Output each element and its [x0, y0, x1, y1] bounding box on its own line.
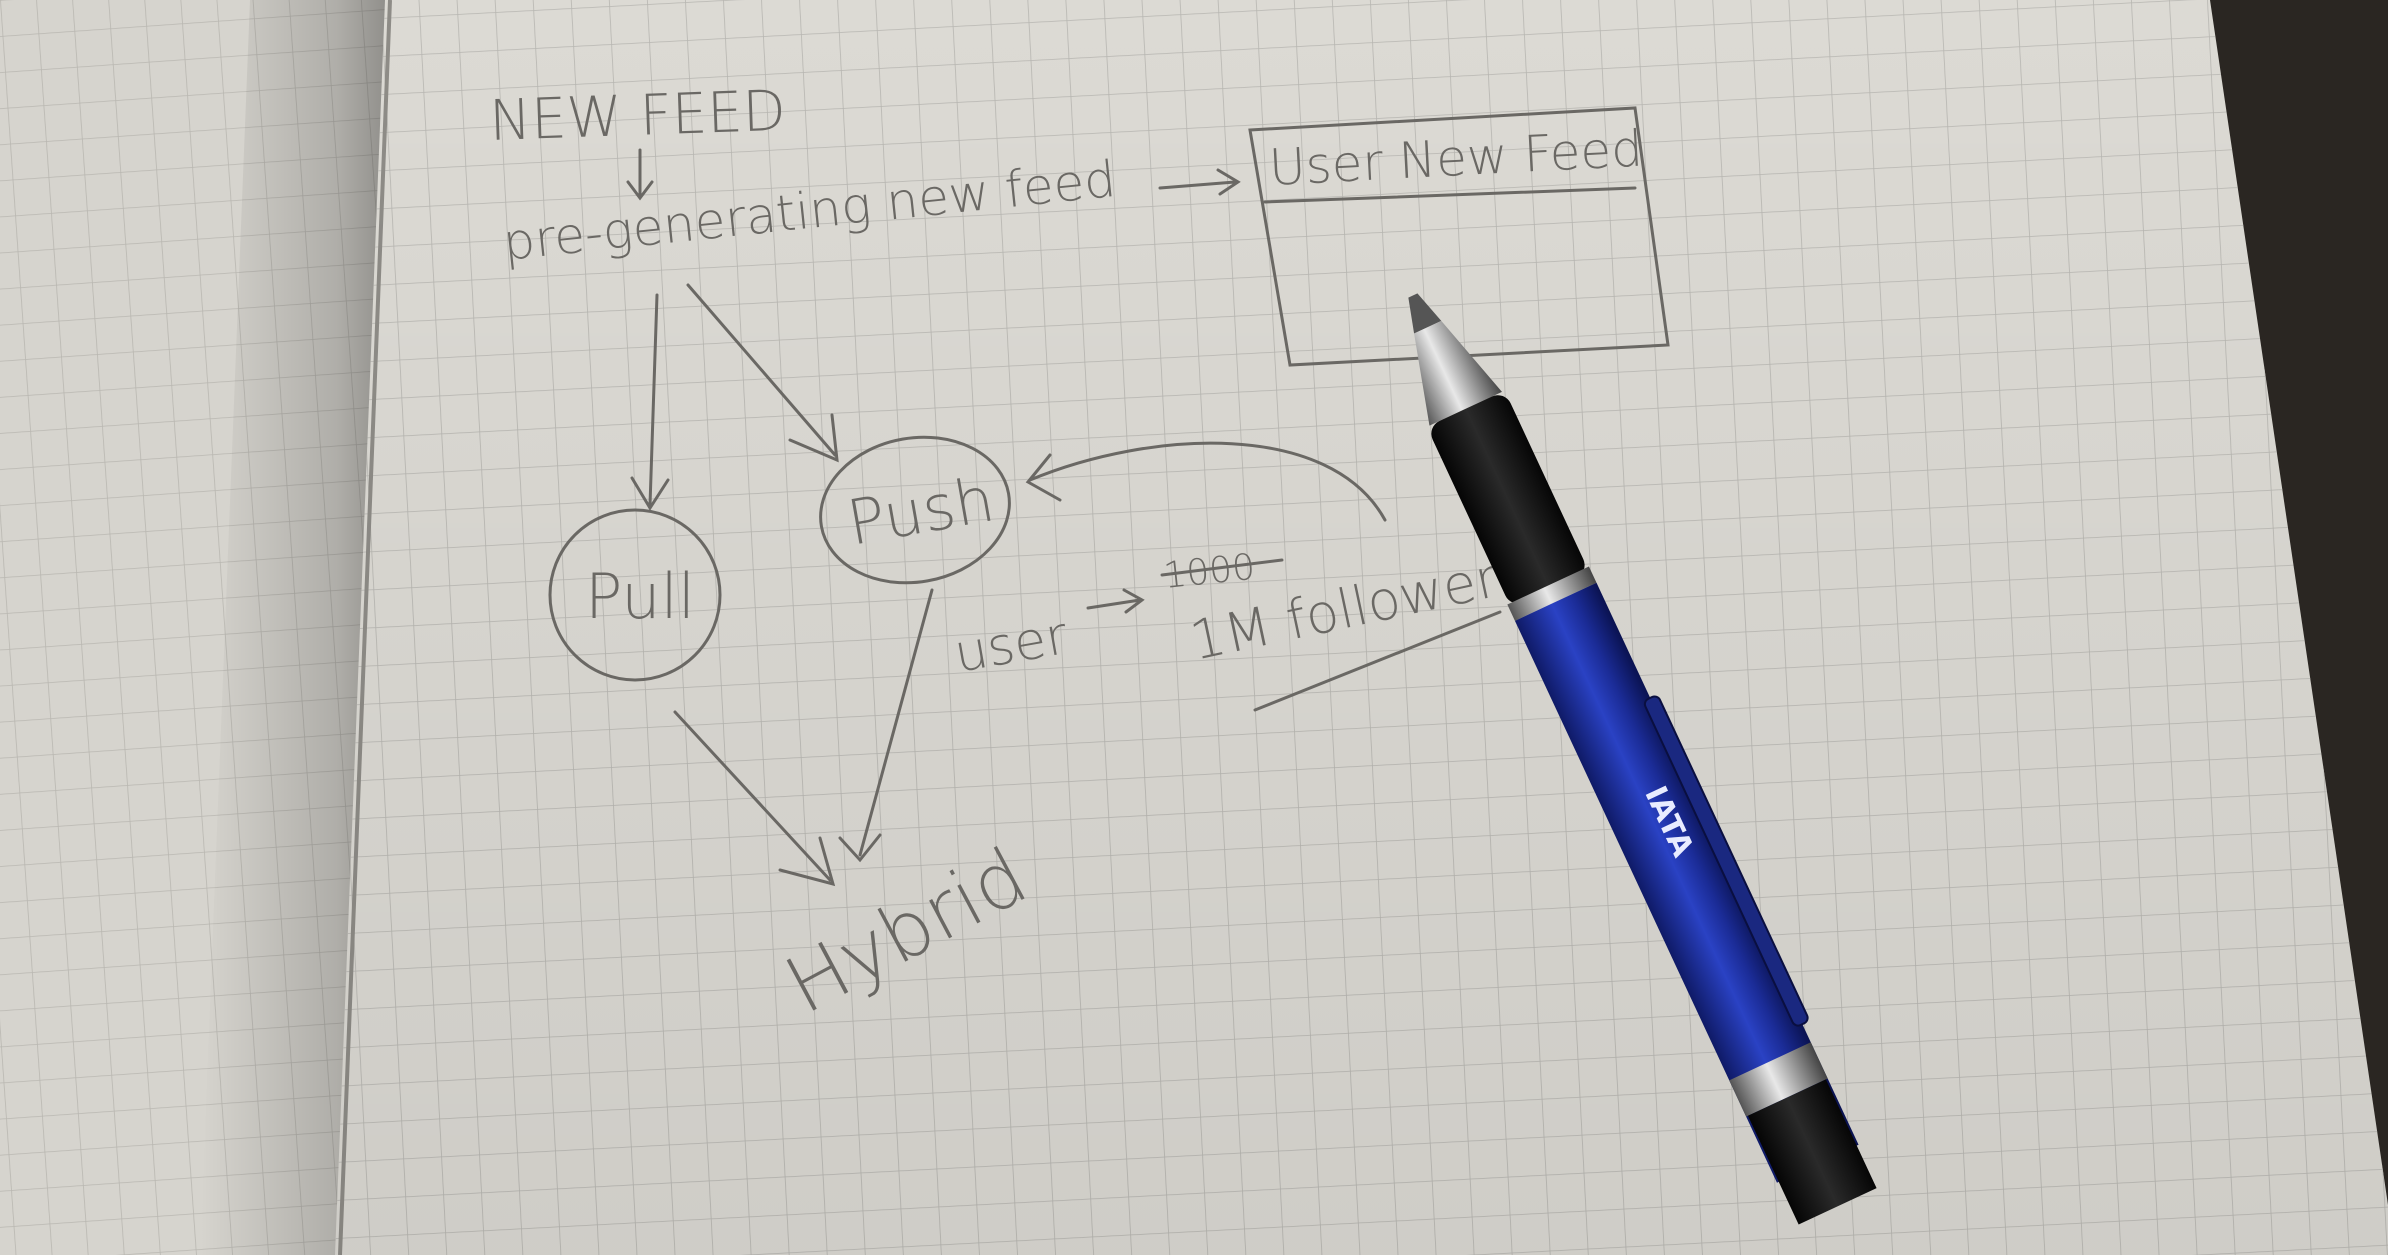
ballpoint-pen: IATA: [1408, 293, 1877, 1225]
followers-underline: [1253, 610, 1502, 712]
user-feed-box-divider: [1263, 186, 1637, 204]
pen-grip: [1431, 395, 1585, 604]
push-circle: [819, 435, 1011, 585]
pen-tip: [1408, 293, 1442, 334]
user-arrow: [1086, 588, 1145, 614]
push-to-hybrid-arrow: [838, 588, 934, 863]
approach-arrow: [1158, 168, 1241, 196]
pen-clip: [1643, 695, 1809, 1027]
pen-lower-band: [1729, 1042, 1828, 1117]
arrow-to-pull: [630, 293, 670, 511]
pen-cone: [1414, 320, 1502, 426]
title-arrow: [626, 148, 654, 201]
strikethrough-line: [1160, 558, 1284, 577]
pen-ring: [1507, 566, 1597, 621]
pull-to-hybrid-arrow: [673, 710, 836, 887]
pen-end-cap: [1747, 1079, 1877, 1225]
pull-circle: [548, 508, 722, 682]
page-spine-shadow: [200, 0, 395, 1255]
title-text: NEW FEED: [488, 79, 787, 154]
user-feed-box: [1248, 106, 1670, 367]
arrow-to-push: [686, 283, 839, 463]
page-vignette: [335, 0, 2388, 1255]
pull-label: Pull: [585, 560, 695, 633]
followers-to-push-arrow: [1025, 441, 1387, 522]
pen-barrel: [1514, 582, 1859, 1183]
